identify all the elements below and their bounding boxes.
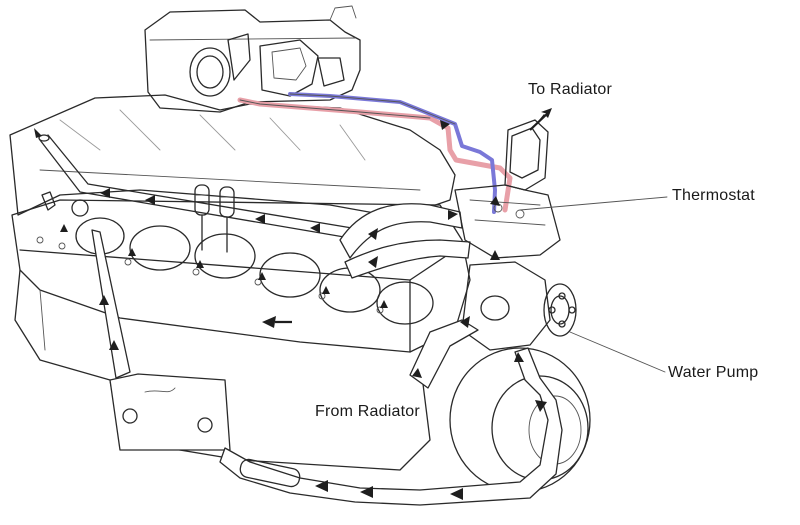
left-hose	[91, 229, 231, 451]
engine-block	[11, 199, 471, 471]
to-radiator-label: To Radiator	[528, 81, 613, 98]
water-pump-label: Water Pump	[668, 364, 759, 381]
valves	[194, 184, 235, 253]
leader-lines	[519, 196, 668, 373]
bypass-pipe	[38, 134, 385, 239]
heater-line	[237, 92, 513, 214]
water-pump	[461, 261, 577, 351]
upper-hoses	[339, 203, 471, 279]
flow-arrows	[34, 108, 552, 500]
intake-manifold	[144, 5, 361, 113]
return-pipe	[219, 347, 563, 506]
thermostat-label: Thermostat	[672, 187, 755, 204]
valve-cover	[9, 94, 456, 216]
front-lower-hose	[409, 319, 479, 389]
crank-pulley	[449, 347, 591, 493]
from-radiator-label: From Radiator	[315, 403, 420, 420]
